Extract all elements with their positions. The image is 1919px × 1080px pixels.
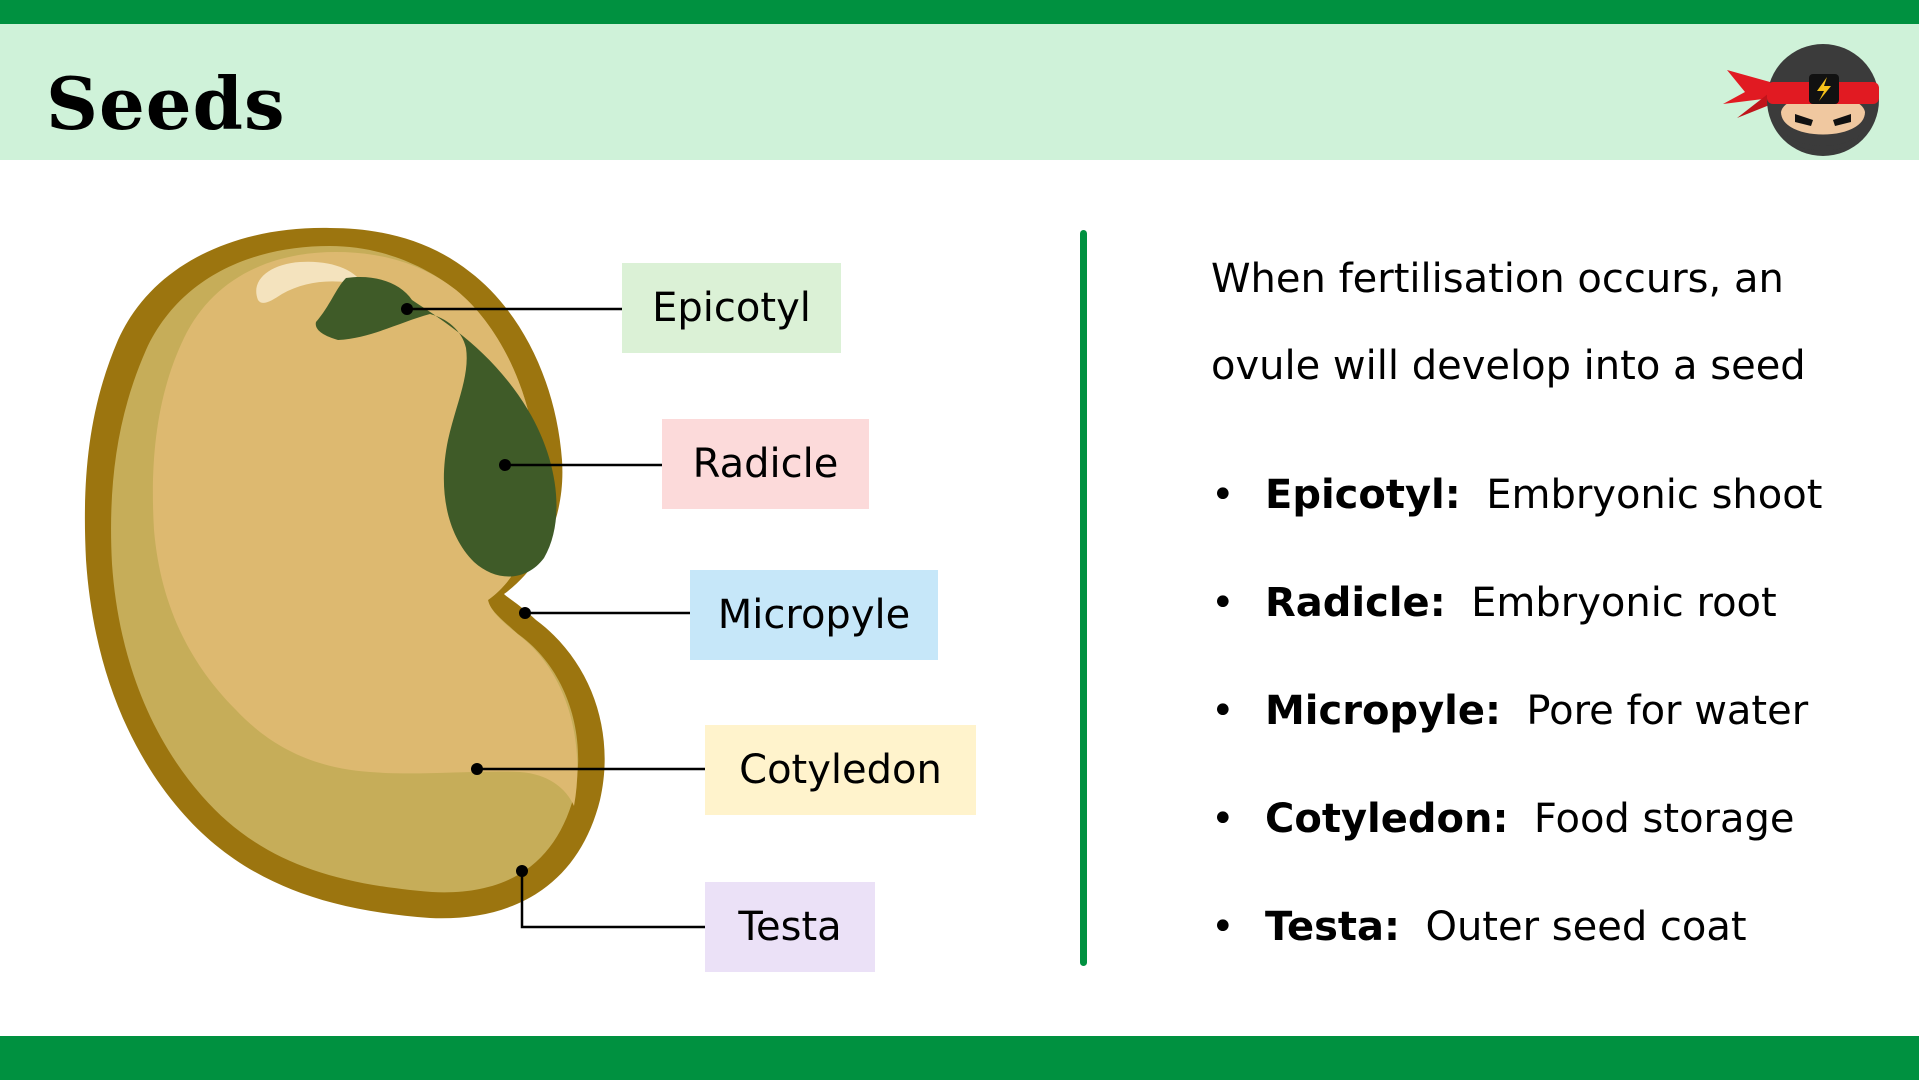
definition-cotyledon: • Cotyledon: Food storage	[1211, 784, 1891, 892]
definition-term: Cotyledon:	[1265, 796, 1509, 842]
label-epicotyl: Epicotyl	[622, 263, 841, 353]
label-cotyledon-text: Cotyledon	[739, 747, 942, 793]
testa-line	[520, 871, 705, 929]
bullet: •	[1211, 472, 1235, 518]
definition-testa: • Testa: Outer seed coat	[1211, 892, 1891, 1000]
leader-lines	[407, 307, 705, 929]
definition-text: Embryonic root	[1471, 580, 1777, 626]
vertical-divider	[1080, 230, 1087, 966]
definition-text: Outer seed coat	[1425, 904, 1747, 950]
label-testa: Testa	[705, 882, 875, 972]
label-radicle: Radicle	[662, 419, 869, 509]
epicotyl-dot	[401, 303, 413, 315]
definition-text: Pore for water	[1526, 688, 1809, 734]
definition-term: Micropyle:	[1265, 688, 1501, 734]
definition-term: Epicotyl:	[1265, 472, 1461, 518]
definition-micropyle: • Micropyle: Pore for water	[1211, 676, 1891, 784]
top-accent-bar	[0, 0, 1919, 24]
micropyle-dot	[519, 607, 531, 619]
cotyledon-dot	[471, 763, 483, 775]
testa-dot	[516, 865, 528, 877]
radicle-dot	[499, 459, 511, 471]
definition-list: • Epicotyl: Embryonic shoot • Radicle: Emb…	[1211, 460, 1891, 1000]
embryo-shape	[315, 276, 557, 577]
header-band: Seeds	[0, 24, 1919, 160]
leader-dots	[401, 303, 531, 877]
bullet: •	[1211, 580, 1235, 626]
definition-radicle: • Radicle: Embryonic root	[1211, 568, 1891, 676]
label-testa-text: Testa	[738, 904, 842, 950]
seed-illustration	[84, 227, 705, 929]
label-micropyle: Micropyle	[690, 570, 938, 660]
bottom-accent-bar	[0, 1036, 1919, 1080]
bullet: •	[1211, 688, 1235, 734]
definition-term: Testa:	[1265, 904, 1401, 950]
label-cotyledon: Cotyledon	[705, 725, 976, 815]
seed-diagram: Epicotyl Radicle Micropyle Cotyledon Tes…	[0, 160, 1919, 1036]
bullet: •	[1211, 796, 1235, 842]
definition-epicotyl: • Epicotyl: Embryonic shoot	[1211, 460, 1891, 568]
label-epicotyl-text: Epicotyl	[652, 285, 811, 331]
definition-text: Food storage	[1533, 796, 1795, 842]
label-radicle-text: Radicle	[692, 441, 839, 487]
page-title: Seeds	[46, 61, 286, 146]
label-micropyle-text: Micropyle	[717, 592, 911, 638]
intro-text: When fertilisation occurs, an ovule will…	[1211, 256, 1806, 389]
seed-highlight-shape	[256, 261, 364, 303]
definition-term: Radicle:	[1265, 580, 1446, 626]
bullet: •	[1211, 904, 1235, 950]
ninja-logo-icon	[1723, 44, 1879, 156]
definition-text: Embryonic shoot	[1486, 472, 1823, 518]
